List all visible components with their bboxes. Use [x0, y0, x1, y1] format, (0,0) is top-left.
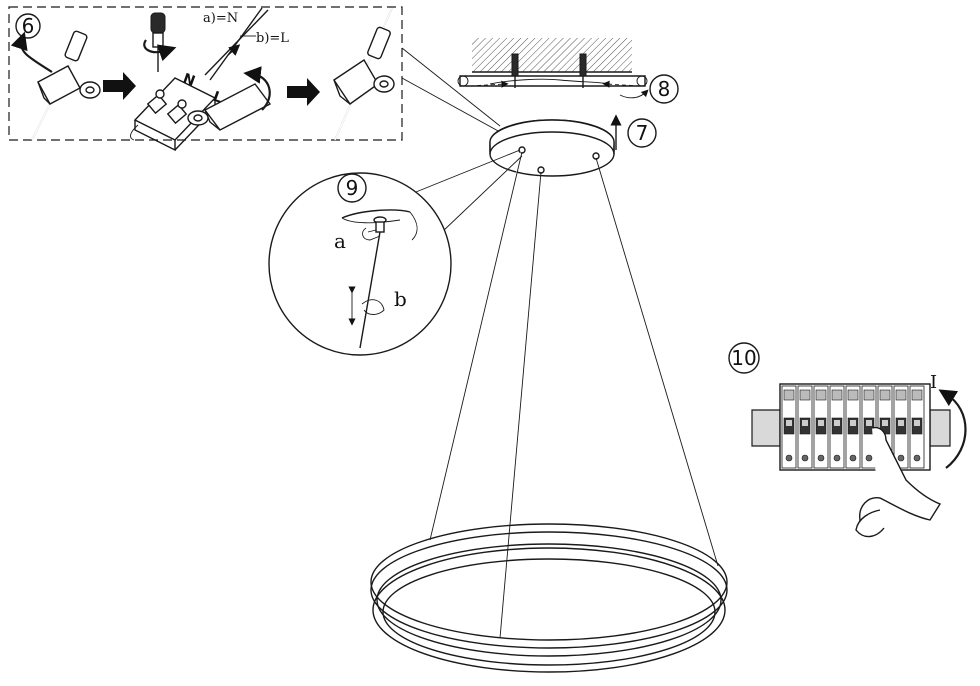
switch-on-label: I [930, 372, 937, 393]
breaker-top-terminal [783, 389, 795, 401]
wire-leads: a)=N b)=L [203, 7, 289, 81]
cable-gripper [375, 221, 385, 233]
breaker-screw [785, 454, 793, 462]
breaker-toggle-lever [882, 420, 888, 426]
canopy [489, 119, 615, 177]
led-ring [370, 523, 728, 673]
terminal-n-label: N [181, 71, 197, 90]
rotate-arrow-icon [10, 31, 53, 73]
ceiling-hatch [472, 38, 632, 72]
screwdriver-icon [143, 12, 177, 72]
step-10-number: 10 [731, 346, 756, 370]
breaker-screw [897, 454, 905, 462]
breaker-top-terminal [863, 389, 875, 401]
rotate-arrow-icon [243, 66, 271, 111]
wire-a-label: a)=N [203, 11, 238, 26]
cable-clamp-closed [333, 7, 395, 141]
breaker-toggle-lever [850, 420, 856, 426]
breaker-top-terminal [895, 389, 907, 401]
breaker-screw [817, 454, 825, 462]
breaker-top-terminal [911, 389, 923, 401]
step-7-badge [627, 118, 657, 148]
breaker-toggle-lever [914, 420, 920, 426]
breaker-toggle-lever [802, 420, 808, 426]
breaker-toggle-lever [818, 420, 824, 426]
terminal-block: N L [130, 71, 225, 152]
step-9-number: 9 [346, 176, 359, 200]
ceiling-mount: 8 [457, 38, 679, 104]
breaker-top-terminal [799, 389, 811, 401]
breaker-top-terminal [879, 389, 891, 401]
step-7: 7 [610, 114, 657, 150]
step-10-badge [728, 342, 760, 374]
wall-plug [511, 53, 519, 77]
cable-clamp-open [31, 30, 101, 141]
step-6-badge: 6 [15, 13, 41, 39]
step-6-panel: 6 [8, 6, 403, 152]
detail-label-a: a [334, 229, 346, 253]
cable-clamp-closing [187, 83, 272, 131]
wire-b-label: b)=L [256, 31, 289, 46]
step-8-badge [649, 74, 679, 104]
breaker-toggle-lever [786, 420, 792, 426]
breaker-toggle-lever [866, 420, 872, 426]
zoom-line [401, 77, 501, 133]
panel-border [8, 6, 403, 141]
step-9-badge [337, 173, 367, 203]
hand-icon [361, 299, 385, 315]
next-arrow-icon [287, 78, 320, 106]
breaker-screw [801, 454, 809, 462]
step-6-number: 6 [22, 14, 35, 38]
hand-icon [362, 227, 381, 241]
step-8-number: 8 [658, 77, 671, 101]
switch-on-arrow-icon [938, 389, 967, 469]
detail-circle [268, 172, 452, 356]
step-7-number: 7 [636, 121, 649, 145]
breaker-toggle-lever [834, 420, 840, 426]
zoom-line [401, 47, 501, 127]
breaker-top-terminal [815, 389, 827, 401]
breaker-screw [833, 454, 841, 462]
wall-plug [579, 53, 587, 77]
step-10-breaker: 10 I [728, 342, 967, 538]
detail-label-b: b [394, 287, 407, 311]
breaker-top-terminal [847, 389, 859, 401]
step-9-detail: 9 a b [268, 149, 523, 356]
breaker-screw [849, 454, 857, 462]
breaker-toggle-lever [898, 420, 904, 426]
din-rail [751, 409, 781, 447]
breaker-top-terminal [831, 389, 843, 401]
breaker-screw [865, 454, 873, 462]
next-arrow-icon [103, 72, 136, 100]
breaker-screw [913, 454, 921, 462]
